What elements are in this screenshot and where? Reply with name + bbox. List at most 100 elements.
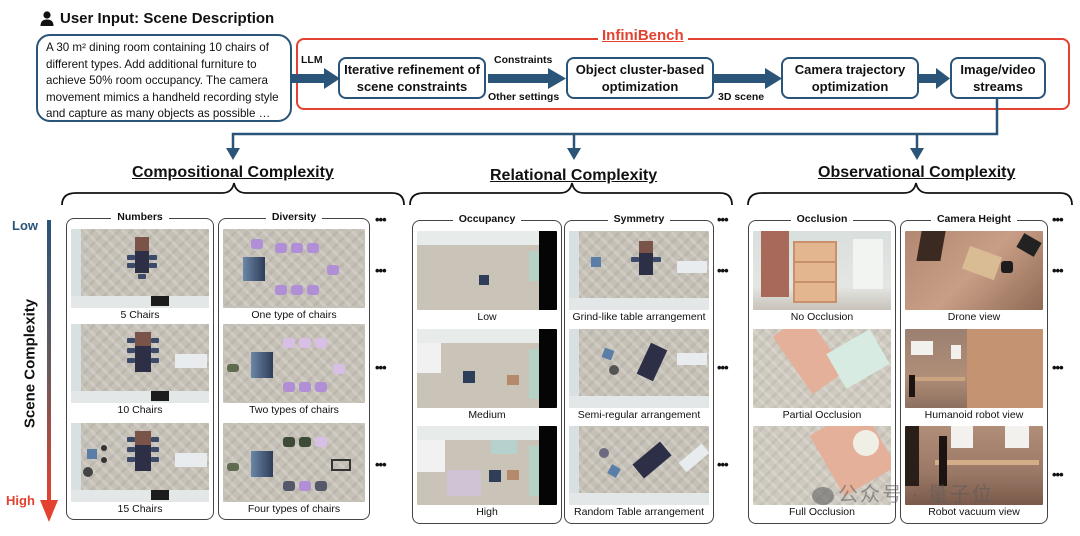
caption: Robot vacuum view (928, 506, 1020, 518)
brace-compositional (61, 182, 405, 206)
image-cell: 5 Chairs (71, 229, 209, 322)
caption: Humanoid robot view (924, 409, 1024, 421)
panel-header-occupancy: Occupancy (452, 213, 522, 225)
scene-image-robot-vacuum-view (905, 426, 1043, 505)
arrow-3dscene-shaft (713, 74, 767, 83)
caption: Two types of chairs (249, 404, 339, 416)
step-refinement: Iterative refinement of scene constraint… (338, 57, 486, 99)
image-cell: Partial Occlusion (753, 329, 891, 422)
user-input-title: User Input: Scene Description (40, 10, 274, 27)
more-rows-indicator: ••• (717, 360, 729, 375)
arrow-3dscene-head (765, 68, 782, 89)
image-cell: One type of chairs (223, 229, 365, 322)
more-rows-indicator: ••• (1052, 467, 1064, 482)
step-image-video-streams: Image/video streams (950, 57, 1046, 99)
scene-description-box: A 30 m² dining room containing 10 chairs… (36, 34, 292, 122)
scene-image-drone-view (905, 231, 1043, 310)
caption: Low (477, 311, 497, 323)
caption: Semi-regular arrangement (577, 409, 701, 421)
panel-camera-height: Camera Height Drone view Humanoid robot … (900, 213, 1048, 524)
caption: Partial Occlusion (782, 409, 862, 421)
more-rows-indicator: ••• (375, 360, 387, 375)
complexity-axis-arrowhead (40, 500, 58, 522)
image-cell: Four types of chairs (223, 423, 365, 516)
arrow-stream-shaft (918, 74, 938, 83)
image-cell: Drone view (905, 231, 1043, 324)
arrow-compositional-head (226, 148, 240, 160)
step-camera-trajectory: Camera trajectory optimization (781, 57, 919, 99)
watermark: 公众号 · 量子位 (812, 478, 994, 507)
more-columns-indicator: ••• (717, 212, 729, 227)
more-rows-indicator: ••• (1052, 360, 1064, 375)
panel-symmetry: Symmetry Grind-like table arrangement Se… (564, 213, 714, 524)
image-cell: Humanoid robot view (905, 329, 1043, 422)
scene-image-occupancy-low (417, 231, 557, 310)
user-icon (40, 11, 54, 26)
arrow-constraints-shaft (488, 74, 550, 83)
section-title-observational: Observational Complexity (818, 164, 1016, 181)
image-cell: 10 Chairs (71, 324, 209, 417)
caption: 15 Chairs (117, 503, 163, 515)
panel-occupancy: Occupancy Low Medium (412, 213, 562, 524)
more-columns-indicator: ••• (1052, 212, 1064, 227)
image-cell: No Occlusion (753, 231, 891, 324)
scene-image-5-chairs (71, 229, 209, 308)
more-rows-indicator: ••• (375, 457, 387, 472)
wechat-icon (812, 486, 834, 505)
axis-low-label: Low (12, 218, 38, 233)
arrow-llm-head (324, 68, 340, 89)
framework-name: InfiniBench (598, 27, 688, 44)
scene-image-humanoid-view (905, 329, 1043, 408)
other-settings-label: Other settings (488, 91, 560, 103)
scene-image-occupancy-high (417, 426, 557, 505)
image-cell: Low (417, 231, 557, 324)
image-cell: Random Table arrangement (569, 426, 709, 519)
caption: Full Occlusion (789, 506, 855, 518)
panel-occlusion: Occlusion No Occlusion Partial Occlusion… (748, 213, 896, 524)
step-cluster-optimization: Object cluster-based optimization (566, 57, 714, 99)
scene-image-occupancy-medium (417, 329, 557, 408)
3d-scene-label: 3D scene (718, 91, 765, 103)
axis-high-label: High (6, 493, 35, 508)
scene-image-no-occlusion (753, 231, 891, 310)
caption: Medium (468, 409, 506, 421)
scene-image-one-type-chairs (223, 229, 365, 308)
scene-image-15-chairs (71, 423, 209, 502)
more-rows-indicator: ••• (717, 457, 729, 472)
panel-header-occlusion: Occlusion (790, 213, 854, 225)
llm-label: LLM (301, 54, 323, 66)
image-cell: Robot vacuum view (905, 426, 1043, 519)
panel-header-symmetry: Symmetry (607, 213, 671, 225)
distribution-line (231, 96, 999, 150)
scene-image-random-arrangement (569, 426, 709, 505)
image-cell: High (417, 426, 557, 519)
caption: Random Table arrangement (574, 506, 704, 518)
scene-image-four-types-chairs (223, 423, 365, 502)
more-rows-indicator: ••• (375, 263, 387, 278)
scene-image-semi-regular-arrangement (569, 329, 709, 408)
scene-image-10-chairs (71, 324, 209, 403)
image-cell: Full Occlusion (753, 426, 891, 519)
caption: No Occlusion (790, 311, 854, 323)
more-rows-indicator: ••• (1052, 263, 1064, 278)
image-cell: Two types of chairs (223, 324, 365, 417)
image-cell: Grind-like table arrangement (569, 231, 709, 324)
more-columns-indicator: ••• (375, 212, 387, 227)
caption: Four types of chairs (247, 503, 341, 515)
caption: 5 Chairs (120, 309, 160, 321)
brace-relational (409, 182, 733, 206)
panel-header-camera-height: Camera Height (930, 213, 1018, 225)
arrow-constraints-head (548, 68, 566, 89)
arrow-llm-shaft (292, 74, 326, 83)
scene-image-two-types-chairs (223, 324, 365, 403)
panel-diversity: Diversity One type of chairs Two types o… (218, 211, 370, 520)
image-cell: 15 Chairs (71, 423, 209, 516)
constraints-label: Constraints (494, 54, 553, 66)
panel-header-numbers: Numbers (111, 211, 169, 223)
arrow-observational-head (910, 148, 924, 160)
caption: High (476, 506, 498, 518)
caption: One type of chairs (251, 309, 337, 321)
more-rows-indicator: ••• (717, 263, 729, 278)
panel-numbers: Numbers 5 Chairs 10 Chairs (66, 211, 214, 520)
scene-image-partial-occlusion (753, 329, 891, 408)
